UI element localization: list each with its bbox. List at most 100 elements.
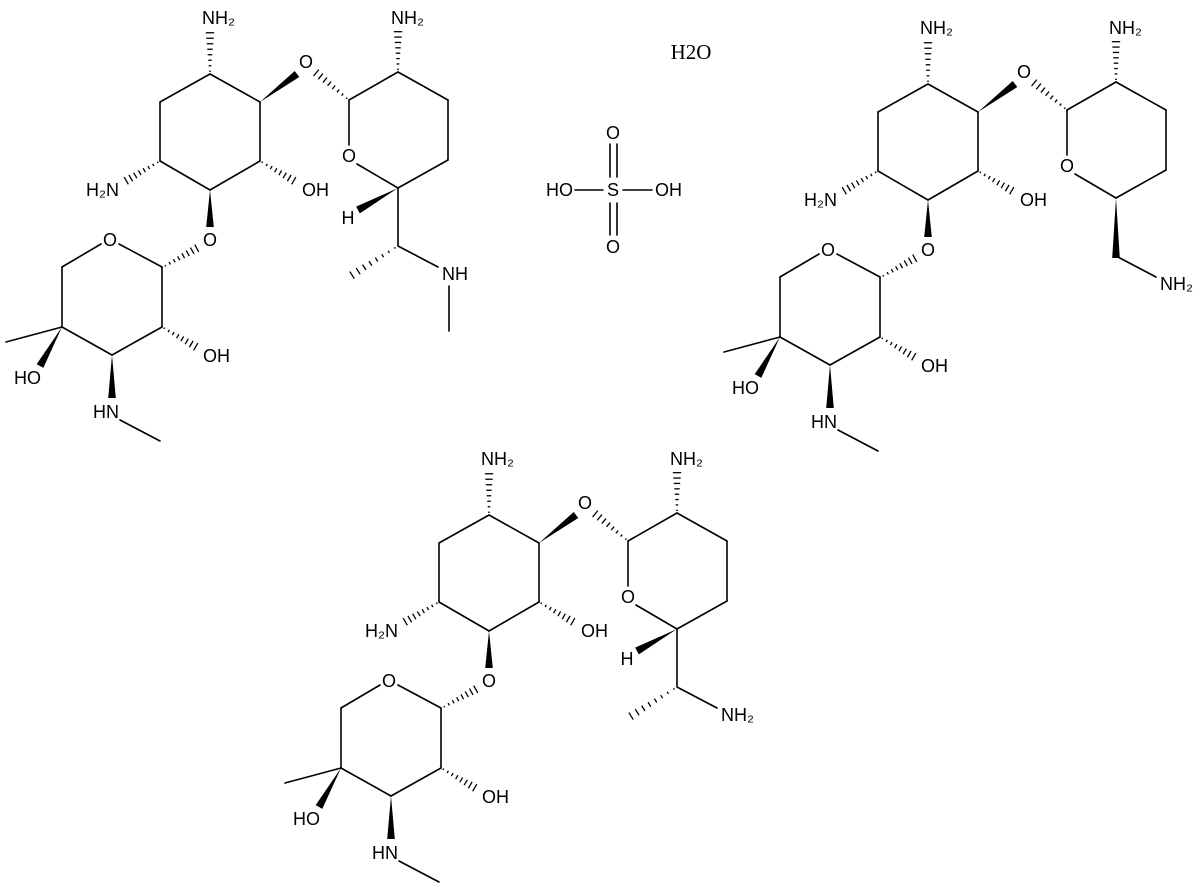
hash-stroke	[184, 338, 189, 345]
hash-stroke	[855, 180, 860, 186]
hashed-bond	[881, 337, 917, 361]
hash-stroke	[882, 274, 885, 277]
hash-stroke	[443, 705, 446, 708]
hash-stroke	[874, 171, 877, 174]
hash-stroke	[898, 346, 903, 352]
amine-label: NH₂	[391, 8, 424, 28]
amine-label: NH₂	[670, 449, 703, 469]
hashed-bond	[592, 510, 627, 541]
hash-stroke	[189, 247, 195, 255]
hashed-bond	[402, 602, 438, 626]
hash-stroke	[435, 602, 438, 605]
hashed-bond	[484, 473, 494, 513]
hash-stroke	[906, 350, 912, 358]
hash-stroke	[355, 267, 361, 275]
hash-stroke	[899, 263, 904, 269]
hash-stroke	[455, 774, 459, 780]
amine-label: NH₂	[481, 449, 514, 469]
bond	[356, 163, 399, 189]
bond	[488, 514, 540, 544]
side-chain-amine-label: NH₂	[1160, 274, 1193, 294]
hash-stroke	[620, 534, 623, 537]
stereo-hydrogen-label: H	[342, 208, 355, 228]
bond	[635, 604, 678, 630]
bond	[397, 684, 442, 709]
hydroxyl-label: OH	[655, 180, 682, 200]
hydroxyl-label: HO	[293, 809, 320, 829]
side-chain-amine-label: NH	[442, 264, 468, 284]
ring-oxygen: O	[342, 146, 356, 166]
bond	[209, 73, 261, 103]
methylamino-label: HN	[372, 843, 398, 863]
hash-stroke	[865, 175, 869, 180]
methylamino-label: HN	[93, 402, 119, 422]
hash-stroke	[172, 258, 176, 263]
hash-stroke	[1000, 182, 1005, 189]
hash-stroke	[1063, 107, 1066, 110]
hash-stroke	[596, 514, 603, 521]
wedge-bond	[108, 355, 116, 398]
hashed-bond	[882, 254, 918, 277]
hash-stroke	[653, 698, 658, 703]
glycosidic-oxygen: O	[578, 493, 592, 513]
hash-stroke	[168, 261, 171, 265]
hash-stroke	[467, 781, 473, 789]
hash-stroke	[128, 174, 134, 182]
sulfur-atom: S	[607, 180, 619, 200]
hash-stroke	[387, 250, 391, 254]
hash-stroke	[468, 688, 474, 696]
hash-stroke	[274, 167, 278, 173]
hash-stroke	[592, 510, 599, 518]
hash-stroke	[1004, 184, 1010, 192]
hash-stroke	[907, 257, 913, 265]
hydroxyl-label: OH	[482, 787, 509, 807]
hash-stroke	[1059, 103, 1062, 106]
hash-stroke	[327, 81, 332, 87]
amine-label: NH₂	[1109, 18, 1142, 38]
bond	[159, 73, 211, 103]
wedge-bond	[1112, 198, 1120, 258]
hashed-bond	[313, 69, 348, 100]
wedge-bond	[826, 365, 834, 408]
hash-stroke	[672, 687, 675, 690]
amine-label: NH₂	[202, 8, 235, 28]
hashed-bond	[123, 161, 159, 185]
bond	[1115, 255, 1157, 278]
hashed-bond	[979, 171, 1015, 195]
hash-stroke	[992, 177, 996, 183]
hash-stroke	[431, 604, 434, 608]
hash-stroke	[912, 254, 918, 263]
ring-oxygen: O	[1060, 156, 1074, 176]
hash-stroke	[601, 518, 607, 524]
hydroxyl-label: OH	[203, 346, 230, 366]
bond	[836, 253, 881, 278]
bond	[829, 336, 881, 366]
hash-stroke	[472, 783, 478, 792]
ring-oxygen: O	[103, 230, 117, 250]
hash-stroke	[177, 255, 181, 261]
bond	[348, 71, 399, 101]
bond	[61, 243, 102, 268]
bond	[627, 512, 678, 542]
bond	[340, 684, 381, 709]
glycosidic-oxygen: O	[482, 671, 496, 691]
hash-stroke	[1035, 83, 1042, 90]
hash-stroke	[473, 685, 479, 694]
hashed-bond	[261, 161, 297, 185]
hash-stroke	[1045, 91, 1050, 97]
hash-stroke	[610, 526, 615, 531]
hash-stroke	[606, 522, 611, 528]
bond	[397, 245, 439, 268]
bond	[877, 83, 929, 113]
hash-stroke	[269, 165, 273, 170]
hash-stroke	[634, 708, 640, 716]
hash-stroke	[181, 253, 186, 259]
hash-stroke	[137, 170, 142, 176]
bond	[5, 326, 63, 343]
hash-stroke	[894, 343, 898, 349]
hashed-bond	[163, 327, 199, 351]
hash-stroke	[291, 176, 297, 185]
hash-stroke	[902, 348, 907, 355]
bond	[438, 514, 490, 544]
